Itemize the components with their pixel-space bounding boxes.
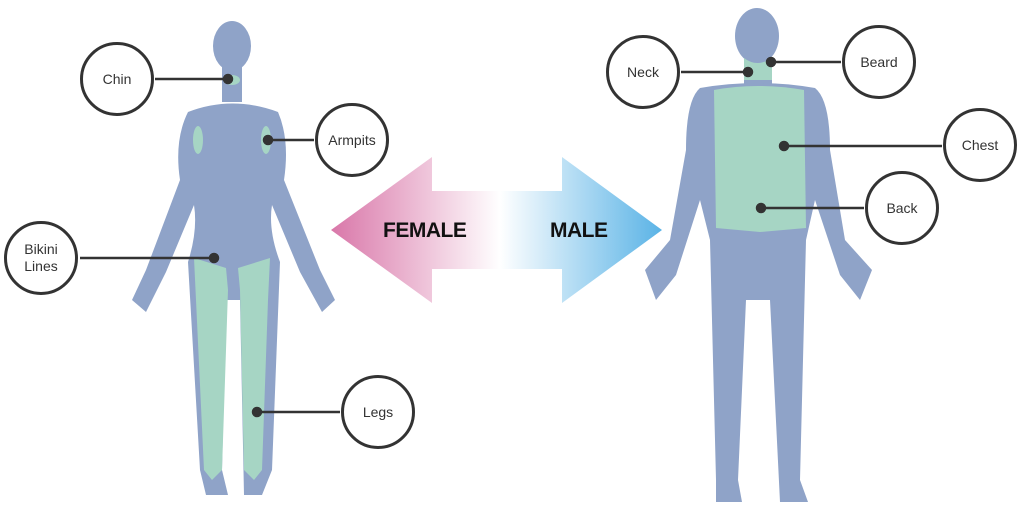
label-chin: Chin — [80, 42, 154, 116]
label-bikini-lines: Bikini Lines — [4, 221, 78, 295]
label-neck: Neck — [606, 35, 680, 109]
connector-lines — [80, 56, 942, 418]
label-chest: Chest — [943, 108, 1017, 182]
female-treated-areas — [193, 75, 271, 480]
male-body — [645, 8, 872, 502]
label-legs: Legs — [341, 375, 415, 449]
male-arrow — [500, 157, 662, 303]
female-body — [132, 21, 335, 495]
label-beard: Beard — [842, 25, 916, 99]
male-label: MALE — [550, 219, 608, 242]
label-back: Back — [865, 171, 939, 245]
female-arrow — [331, 157, 500, 303]
label-armpits: Armpits — [315, 103, 389, 177]
female-label: FEMALE — [383, 219, 467, 242]
